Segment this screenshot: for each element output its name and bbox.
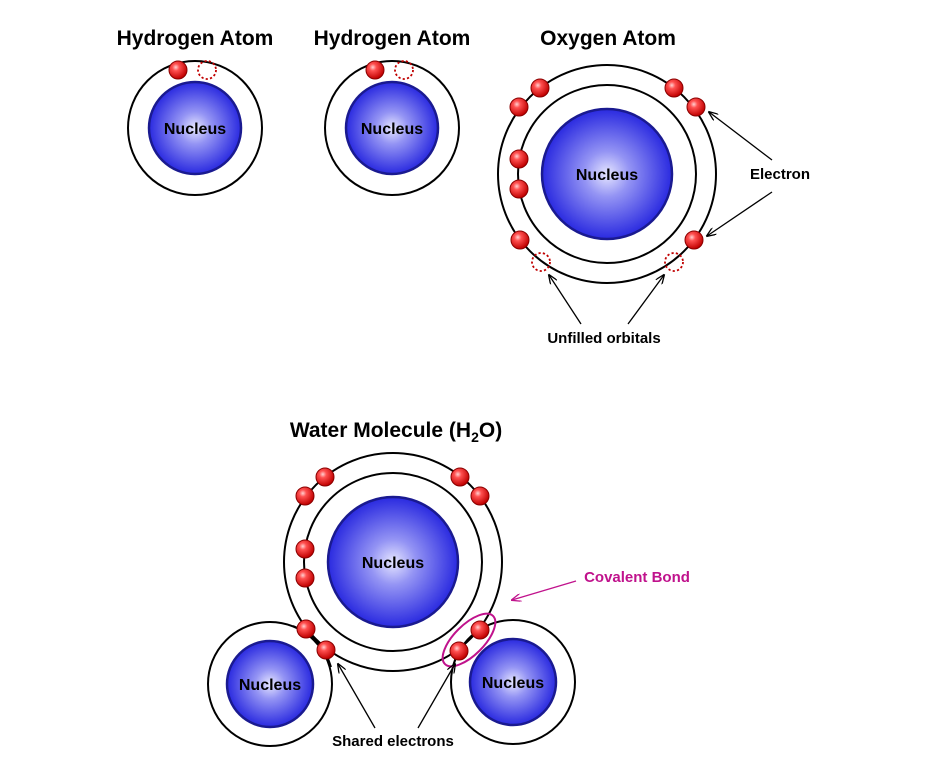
- nucleus-label: Nucleus: [164, 121, 226, 138]
- electron-label: Electron: [750, 166, 810, 183]
- covalent-bond-ellipse: [441, 612, 497, 668]
- hydrogen-1-electron-shell: [127, 60, 263, 196]
- electron-arrow-lower: [707, 191, 773, 236]
- hydrogen-atom-title-2: Hydrogen Atom: [314, 27, 471, 50]
- hydrogen-atom-2: Nucleus: [324, 60, 460, 196]
- electron: [295, 486, 315, 506]
- shared-electrons-arrow-right: [417, 664, 455, 729]
- water-hydrogen-left-nucleus: [225, 639, 315, 729]
- shared-electron: [296, 619, 316, 639]
- nucleus-label: Nucleus: [482, 675, 544, 692]
- electron: [450, 467, 470, 487]
- covalent-bond-arrow: [512, 580, 577, 600]
- water-title-subscript: 2: [471, 429, 479, 445]
- electron: [295, 539, 315, 559]
- electron: [510, 230, 530, 250]
- electron: [365, 60, 385, 80]
- oxygen-inner-shell: [517, 84, 697, 264]
- covalent-bond-label: Covalent Bond: [584, 569, 690, 586]
- electron: [530, 78, 550, 98]
- electron: [168, 60, 188, 80]
- oxygen-outer-shell: [497, 64, 717, 284]
- unfilled-orbital: [394, 60, 414, 80]
- electron: [509, 179, 529, 199]
- shared-electrons-arrow-left: [338, 664, 376, 729]
- hydrogen-2-nucleus: [344, 80, 440, 176]
- unfilled-orbital: [531, 252, 551, 272]
- electron-arrow-upper: [709, 112, 773, 161]
- hydrogen-atom-title-1: Hydrogen Atom: [117, 27, 274, 50]
- water-molecule-title: Water Molecule (H2O): [290, 419, 502, 445]
- oxygen-atom: Nucleus: [497, 64, 717, 284]
- electron: [295, 568, 315, 588]
- electron: [315, 467, 335, 487]
- water-hydrogen-right-nucleus: [468, 637, 558, 727]
- oxygen-nucleus: [540, 107, 674, 241]
- electron: [684, 230, 704, 250]
- electron: [470, 486, 490, 506]
- shared-electron: [470, 620, 490, 640]
- shared-electron: [316, 640, 336, 660]
- nucleus-label: Nucleus: [239, 677, 301, 694]
- electron: [686, 97, 706, 117]
- nucleus-label: Nucleus: [361, 121, 423, 138]
- nucleus-label: Nucleus: [362, 555, 424, 572]
- unfilled-arrow-left: [549, 275, 582, 325]
- unfilled-orbitals-label: Unfilled orbitals: [547, 330, 660, 347]
- unfilled-orbital: [664, 252, 684, 272]
- hydrogen-2-electron-shell: [324, 60, 460, 196]
- electron: [664, 78, 684, 98]
- hydrogen-atom-1: Nucleus: [127, 60, 263, 196]
- electron: [509, 149, 529, 169]
- nucleus-label: Nucleus: [576, 167, 638, 184]
- water-oxygen-nucleus: [326, 495, 460, 629]
- shared-electron: [449, 641, 469, 661]
- hydrogen-1-nucleus: [147, 80, 243, 176]
- water-oxygen-inner-shell: [303, 472, 483, 652]
- shared-electrons-label: Shared electrons: [332, 733, 454, 750]
- unfilled-arrow-right: [627, 275, 664, 325]
- water-molecule: Nucleus Nucleus Nucleus: [207, 452, 576, 747]
- oxygen-atom-title: Oxygen Atom: [540, 27, 676, 50]
- electron: [509, 97, 529, 117]
- unfilled-orbital: [197, 60, 217, 80]
